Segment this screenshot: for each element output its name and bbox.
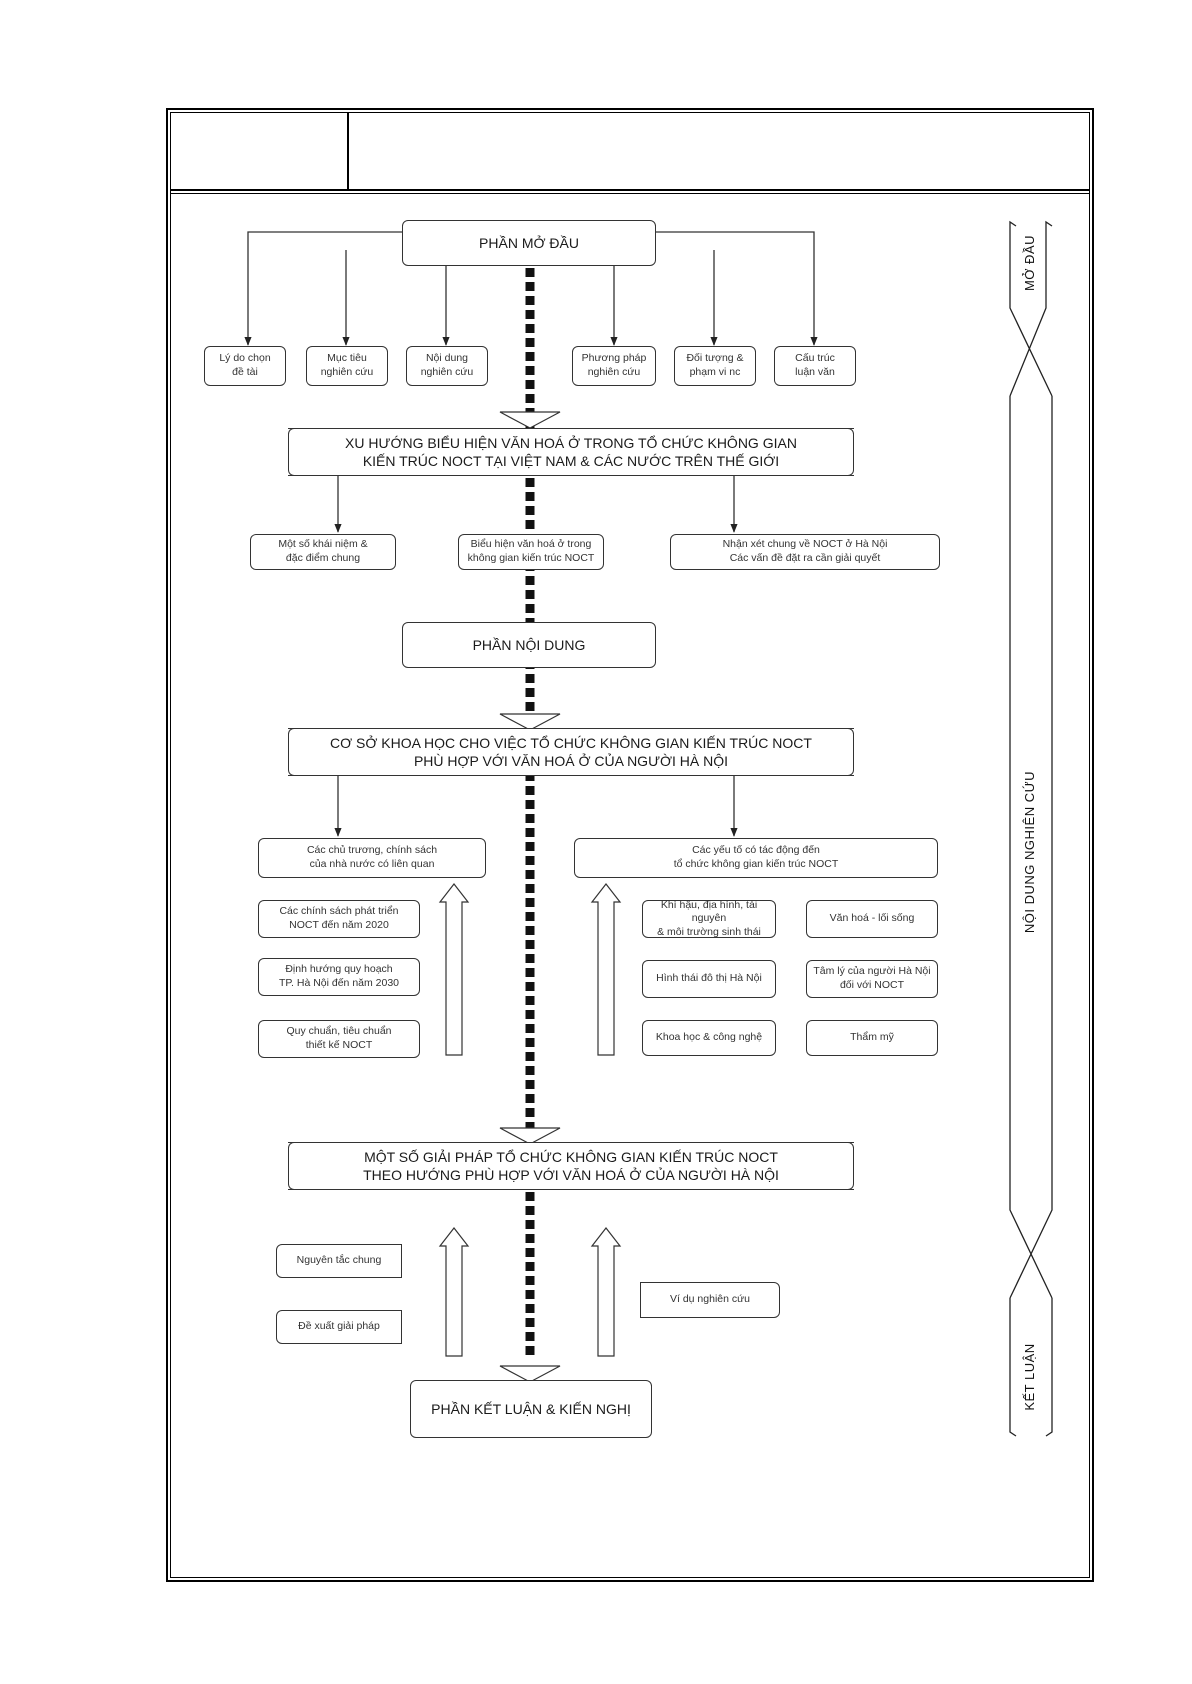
factor-label: Hình thái đô thị Hà Nội <box>656 972 762 985</box>
section-content-label: PHẦN NỘI DUNG <box>472 636 586 653</box>
spine-arrowhead-4 <box>499 1365 561 1383</box>
intro-item-structure: Cấu trúc luận văn <box>774 346 856 386</box>
factors-header: Các yếu tố có tác động đến tổ chức không… <box>574 838 938 878</box>
trend-title: XU HƯỚNG BIỂU HIỆN VĂN HOÁ Ở TRONG TỔ CH… <box>345 434 797 469</box>
policy-header-label: Các chủ trương, chính sách của nhà nước … <box>306 844 438 870</box>
intro-branches <box>244 231 818 346</box>
trend-item-label: Một số khái niệm & đặc điểm chung <box>278 538 368 564</box>
side-label-intro: MỞ ĐẦU <box>1022 234 1037 292</box>
section-intro: PHẦN MỞ ĐẦU <box>402 220 656 266</box>
policy-item-development: Các chính sách phát triển NOCT đến năm 2… <box>258 900 420 938</box>
basis-branches <box>334 776 738 837</box>
factor-urban-form: Hình thái đô thị Hà Nội <box>642 960 776 998</box>
basis-title: CƠ SỞ KHOA HỌC CHO VIỆC TỔ CHỨC KHÔNG GI… <box>330 734 812 769</box>
factor-label: Văn hoá - lối sống <box>829 912 915 925</box>
solution-principles: Nguyên tắc chung <box>276 1244 402 1278</box>
intro-item-reason: Lý do chọn đề tài <box>204 346 286 386</box>
intro-item-label: Mục tiêu nghiên cứu <box>320 352 374 378</box>
bracket-intro <box>1009 220 1053 397</box>
upward-arrow-sol-left <box>438 1227 470 1357</box>
intro-item-label: Phương pháp nghiên cứu <box>581 352 647 378</box>
intro-item-goal: Mục tiêu nghiên cứu <box>306 346 388 386</box>
section-conclusion-label: PHẦN KẾT LUẬN & KIẾN NGHỊ <box>431 1400 631 1417</box>
policy-item-label: Định hướng quy hoạch TP. Hà Nội đến năm … <box>278 963 400 989</box>
bracket-content <box>1009 396 1053 1299</box>
solution-label: Ví dụ nghiên cứu <box>669 1293 750 1306</box>
policy-item-label: Các chính sách phát triển NOCT đến năm 2… <box>279 905 399 931</box>
spine-arrowhead-1 <box>499 411 561 429</box>
factor-technology: Khoa học & công nghệ <box>642 1020 776 1056</box>
factor-label: Tâm lý của người Hà Nội đối với NOCT <box>813 965 931 991</box>
header-cell-right <box>348 112 1090 190</box>
upward-arrow-sol-right <box>590 1227 622 1357</box>
solutions-title: MỘT SỐ GIẢI PHÁP TỔ CHỨC KHÔNG GIAN KIẾN… <box>363 1148 779 1183</box>
section-conclusion: PHẦN KẾT LUẬN & KIẾN NGHỊ <box>410 1380 652 1438</box>
trend-item-label: Biểu hiện văn hoá ở trong không gian kiế… <box>467 538 595 564</box>
solution-label: Nguyên tắc chung <box>296 1254 382 1267</box>
policy-item-label: Quy chuẩn, tiêu chuẩn thiết kế NOCT <box>286 1025 392 1051</box>
trend-band: XU HƯỚNG BIỂU HIỆN VĂN HOÁ Ở TRONG TỔ CH… <box>288 428 854 476</box>
policy-header: Các chủ trương, chính sách của nhà nước … <box>258 838 486 878</box>
solution-case-study: Ví dụ nghiên cứu <box>640 1282 780 1318</box>
solutions-band: MỘT SỐ GIẢI PHÁP TỔ CHỨC KHÔNG GIAN KIẾN… <box>288 1142 854 1190</box>
factor-culture: Văn hoá - lối sống <box>806 900 938 938</box>
spine-arrowhead-3 <box>499 1127 561 1145</box>
side-brackets <box>1009 220 1053 1437</box>
header-divider <box>170 190 1090 194</box>
solution-proposal: Đề xuất giải pháp <box>276 1310 402 1344</box>
trend-item-remarks: Nhận xét chung về NOCT ở Hà Nội Các vấn … <box>670 534 940 570</box>
solution-label: Đề xuất giải pháp <box>298 1320 380 1333</box>
factors-header-label: Các yếu tố có tác động đến tổ chức không… <box>673 844 839 870</box>
upward-arrow-right <box>590 883 622 1056</box>
intro-item-scope: Đối tượng & phạm vi nc <box>674 346 756 386</box>
section-content: PHẦN NỘI DUNG <box>402 622 656 668</box>
side-label-content: NỘI DUNG NGHIÊN CỨU <box>1022 770 1037 934</box>
header-cell-left <box>170 112 348 190</box>
section-intro-label: PHẦN MỞ ĐẦU <box>479 234 579 251</box>
intro-item-label: Cấu trúc luận văn <box>795 352 835 378</box>
factor-climate: Khí hậu, địa hình, tài nguyên & môi trườ… <box>642 898 776 938</box>
policy-item-planning: Định hướng quy hoạch TP. Hà Nội đến năm … <box>258 958 420 996</box>
trend-branches <box>334 476 738 533</box>
bracket-conclusion <box>1009 1298 1053 1437</box>
factor-psychology: Tâm lý của người Hà Nội đối với NOCT <box>806 960 938 998</box>
factor-label: Khí hậu, địa hình, tài nguyên & môi trườ… <box>657 898 761 938</box>
trend-item-label: Nhận xét chung về NOCT ở Hà Nội Các vấn … <box>722 538 888 564</box>
intro-item-label: Đối tượng & phạm vi nc <box>686 352 744 378</box>
trend-item-concepts: Một số khái niệm & đặc điểm chung <box>250 534 396 570</box>
basis-band: CƠ SỞ KHOA HỌC CHO VIỆC TỔ CHỨC KHÔNG GI… <box>288 728 854 776</box>
side-label-conclusion: KẾT LUẬN <box>1022 1343 1037 1411</box>
policy-item-standards: Quy chuẩn, tiêu chuẩn thiết kế NOCT <box>258 1020 420 1058</box>
factor-aesthetics: Thẩm mỹ <box>806 1020 938 1056</box>
intro-item-content: Nội dung nghiên cứu <box>406 346 488 386</box>
page-frame-outer <box>166 108 1094 1582</box>
spine-arrowhead-2 <box>499 713 561 731</box>
intro-item-label: Lý do chọn đề tài <box>219 352 271 378</box>
trend-item-expression: Biểu hiện văn hoá ở trong không gian kiế… <box>458 534 604 570</box>
factor-label: Thẩm mỹ <box>850 1031 894 1044</box>
upward-arrow-left <box>438 883 470 1056</box>
factor-label: Khoa học & công nghệ <box>655 1031 763 1044</box>
upward-arrows <box>438 883 622 1357</box>
intro-item-method: Phương pháp nghiên cứu <box>572 346 656 386</box>
spine-arrowheads <box>499 411 561 1383</box>
intro-item-label: Nội dung nghiên cứu <box>420 352 474 378</box>
